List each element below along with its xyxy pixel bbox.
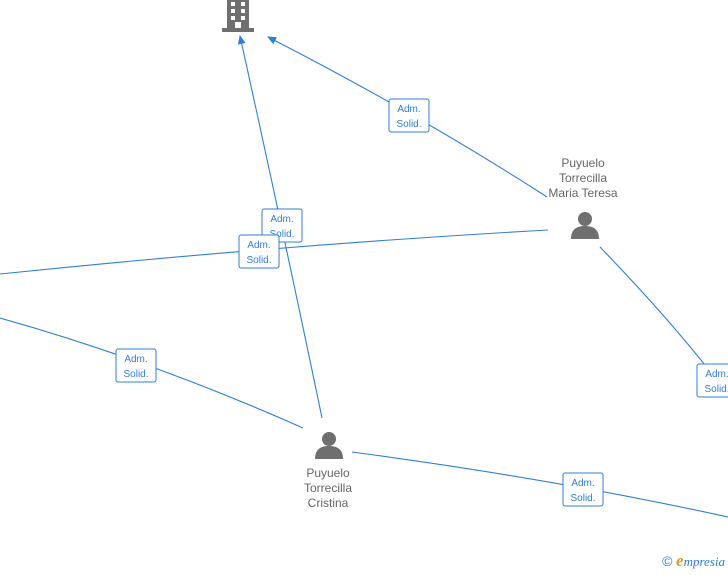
relation-label-line2: Solid. — [396, 119, 421, 130]
relation-label-line1: Adm. — [247, 240, 270, 251]
relation-label-line1: Adm. — [124, 354, 147, 365]
building-icon — [222, 0, 254, 32]
person-name-line1: Puyuelo — [561, 156, 605, 170]
person-name-line2: Torrecilla — [559, 171, 607, 185]
relation-label-box — [696, 363, 728, 398]
relation-label[interactable]: Adm. Solid. — [562, 472, 604, 507]
copyright-symbol: © — [662, 553, 673, 569]
person-icon — [315, 432, 343, 459]
logo-wordmark: mpresia — [683, 554, 725, 569]
relation-label-box — [562, 472, 604, 507]
relation-label-line1: Adm. — [705, 369, 728, 380]
relation-label-box — [238, 234, 280, 269]
logo-initial: e — [676, 551, 684, 570]
relation-label[interactable]: Adm. Solid. — [696, 363, 728, 398]
relation-label-box — [115, 348, 157, 383]
relation-label[interactable]: Adm. Solid. — [238, 234, 280, 269]
person-name-line3: Cristina — [308, 496, 349, 510]
edges — [0, 35, 728, 518]
relation-label-box — [261, 208, 303, 243]
relation-label-box — [388, 98, 430, 133]
relation-label[interactable]: Adm. Solid. — [115, 348, 157, 383]
relation-label-line2: Solid. — [246, 255, 271, 266]
person-icon — [571, 212, 599, 239]
person-node-cristina[interactable]: Puyuelo Torrecilla Cristina — [304, 432, 352, 510]
relation-label-line2: Solid. — [570, 493, 595, 504]
relation-label-line2: Solid. — [704, 384, 728, 395]
company-node[interactable] — [222, 0, 254, 32]
empresia-logo[interactable]: © empresia — [662, 551, 725, 571]
edge-cristina-to-right[interactable] — [351, 451, 728, 518]
relation-label-line2: Solid. — [123, 369, 148, 380]
person-node-maria-teresa[interactable]: Puyuelo Torrecilla Maria Teresa — [548, 156, 618, 239]
relation-label[interactable]: Adm. Solid. — [261, 208, 303, 243]
person-name-line1: Puyuelo — [306, 466, 350, 480]
person-name-line2: Torrecilla — [304, 481, 352, 495]
person-name-line3: Maria Teresa — [548, 186, 617, 200]
relation-label-line1: Adm. — [571, 478, 594, 489]
relation-label-line1: Adm. — [270, 214, 293, 225]
relation-label[interactable]: Adm. Solid. — [388, 98, 430, 133]
relation-label-line2: Solid. — [269, 229, 294, 240]
relation-label-line1: Adm. — [397, 104, 420, 115]
